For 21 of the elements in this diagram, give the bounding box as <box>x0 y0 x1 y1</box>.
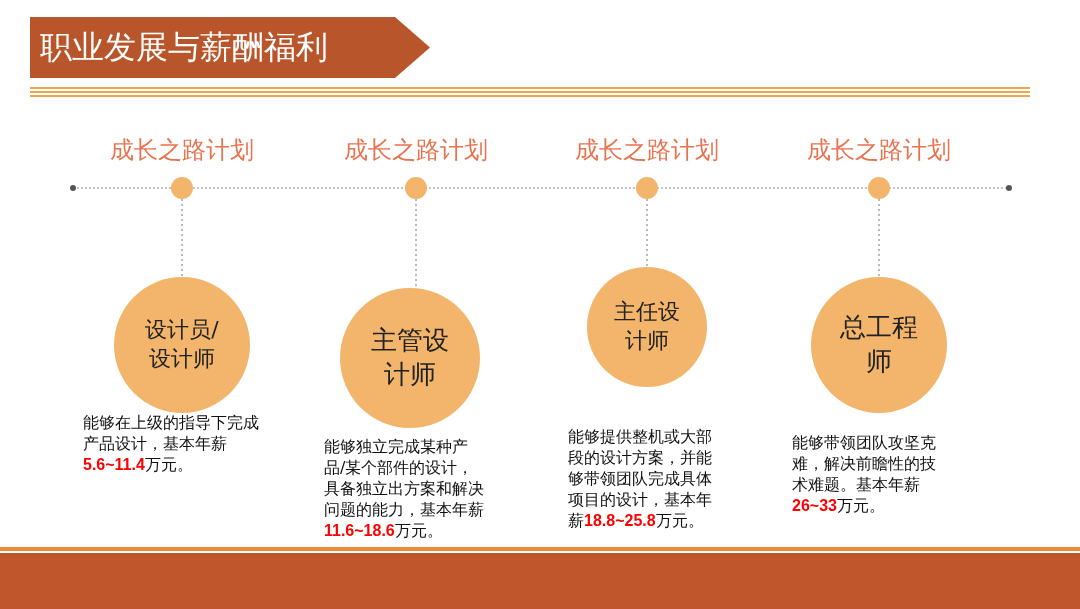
role-title: 主任设计师 <box>613 298 681 355</box>
stage-heading: 成长之路计划 <box>109 135 255 166</box>
role-description: 能够在上级的指导下完成产品设计，基本年薪5.6~11.4万元。 <box>83 412 260 475</box>
role-title: 设计员/设计师 <box>144 316 220 373</box>
title-banner: 职业发展与薪酬福利 <box>30 17 430 78</box>
stage-heading: 成长之路计划 <box>343 135 489 166</box>
timeline-dot <box>171 177 193 199</box>
stage-heading: 成长之路计划 <box>806 135 952 166</box>
timeline-dot <box>636 177 658 199</box>
connector-line <box>415 198 417 289</box>
stage-heading: 成长之路计划 <box>574 135 720 166</box>
timeline-dot <box>868 177 890 199</box>
connector-line <box>646 198 648 268</box>
timeline-dot <box>405 177 427 199</box>
role-description: 能够带领团队攻坚克难，解决前瞻性的技术难题。基本年薪26~33万元。 <box>792 432 937 516</box>
role-description: 能够独立完成某种产品/某个部件的设计，具备独立出方案和解决问题的能力，基本年薪11.6~18.6万元。 <box>324 436 485 541</box>
connector-line <box>181 198 183 278</box>
role-description: 能够提供整机或大部段的设计方案，并能够带领团队完成具体项目的设计，基本年薪18.8~25.8万元。 <box>568 426 713 531</box>
connector-line <box>878 198 880 278</box>
role-title: 主管设计师 <box>370 324 450 391</box>
role-title: 总工程师 <box>839 311 919 378</box>
